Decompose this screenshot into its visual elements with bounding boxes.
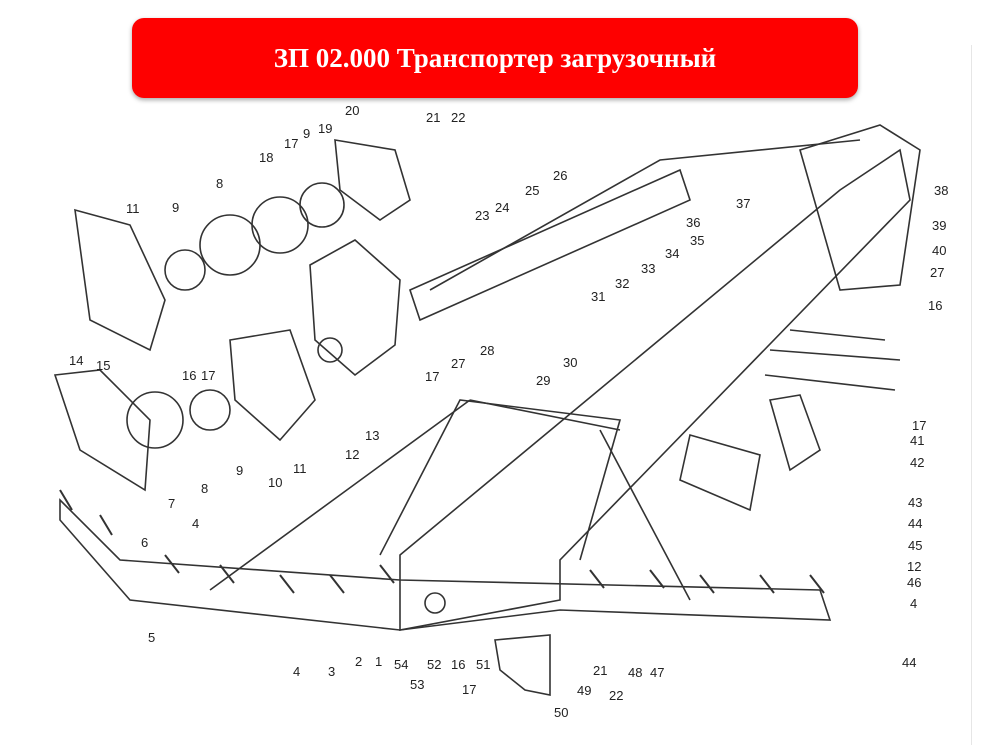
- part-label: 43: [908, 495, 923, 510]
- part-label: 26: [553, 168, 568, 183]
- part-label: 11: [126, 201, 140, 216]
- part-label: 16: [451, 657, 466, 672]
- part-label: 21: [593, 663, 608, 678]
- part-label: 40: [932, 243, 947, 258]
- part-label: 31: [591, 289, 606, 304]
- part-label: 44: [902, 655, 917, 670]
- part-label: 13: [365, 428, 380, 443]
- part-label: 28: [480, 343, 495, 358]
- part-label: 15: [96, 358, 111, 373]
- part-label: 47: [650, 665, 665, 680]
- part-label: 35: [690, 233, 705, 248]
- part-label: 17: [425, 369, 440, 384]
- part-label: 17: [462, 682, 477, 697]
- part-label: 32: [615, 276, 630, 291]
- sprocket: [309, 239, 401, 377]
- part-label: 44: [908, 516, 923, 531]
- part-label: 19: [318, 121, 333, 136]
- support-strut: [209, 399, 691, 601]
- part-label: 7: [168, 496, 176, 511]
- part-label: 33: [641, 261, 656, 276]
- part-label: 4: [910, 596, 918, 611]
- mount-plate: [494, 634, 551, 696]
- part-label: 1: [375, 654, 383, 669]
- part-label: 3: [328, 664, 336, 679]
- part-label: 17: [284, 136, 299, 151]
- part-label: 14: [69, 353, 84, 368]
- part-label: 8: [216, 176, 224, 191]
- main-frame-beam: [399, 148, 911, 631]
- part-label: 4: [293, 664, 301, 679]
- part-label: 12: [345, 447, 360, 462]
- part-label: 37: [736, 196, 751, 211]
- part-label: 29: [536, 373, 551, 388]
- part-label: 50: [554, 705, 569, 720]
- bearing: [164, 249, 206, 291]
- part-label: 16: [928, 298, 943, 313]
- part-label: 42: [910, 455, 925, 470]
- housing: [334, 139, 411, 221]
- part-label: 27: [930, 265, 945, 280]
- part-label: 30: [563, 355, 578, 370]
- seal-ring: [251, 196, 309, 254]
- cross-frame: [379, 399, 622, 561]
- bearing: [126, 391, 184, 449]
- part-label: 17: [912, 418, 927, 433]
- part-label: 22: [609, 688, 624, 703]
- bearing: [189, 389, 231, 431]
- part-label: 4: [192, 516, 200, 531]
- part-label: 12: [907, 559, 922, 574]
- tie-rod: [764, 329, 901, 391]
- part-label: 38: [934, 183, 949, 198]
- flange-housing-lower: [53, 369, 151, 492]
- page-title: ЗП 02.000 Транспортер загрузочный: [273, 42, 717, 73]
- part-label: 39: [932, 218, 947, 233]
- part-label: 9: [303, 126, 311, 141]
- conveyor-slats: [59, 489, 825, 594]
- bracket: [679, 394, 821, 512]
- part-label: 8: [201, 481, 209, 496]
- hopper: [799, 124, 921, 291]
- part-label: 24: [495, 200, 510, 215]
- part-label: 9: [172, 200, 180, 215]
- part-label: 18: [259, 150, 274, 165]
- conveyor-chain: [59, 498, 832, 631]
- flange-housing: [74, 208, 166, 352]
- part-label: 48: [628, 665, 643, 680]
- part-label: 9: [236, 463, 244, 478]
- part-label: 53: [410, 677, 425, 692]
- part-label: 10: [268, 475, 283, 490]
- part-label: 22: [451, 110, 466, 125]
- sprocket-hub: [317, 337, 343, 363]
- part-label: 52: [427, 657, 442, 672]
- part-label: 25: [525, 183, 540, 198]
- part-label: 46: [907, 575, 922, 590]
- title-banner: ЗП 02.000 Транспортер загрузочный: [132, 18, 858, 98]
- bearing: [299, 182, 345, 228]
- part-label: 49: [577, 683, 592, 698]
- part-label: 16: [182, 368, 197, 383]
- part-label: 45: [908, 538, 923, 553]
- part-label: 21: [426, 110, 441, 125]
- part-label: 6: [141, 535, 149, 550]
- part-label: 51: [476, 657, 491, 672]
- bearing: [199, 214, 261, 276]
- part-label: 2: [355, 654, 363, 669]
- part-label: 36: [686, 215, 701, 230]
- page-edge-divider: [971, 45, 972, 745]
- part-label: 20: [345, 103, 360, 118]
- nut: [424, 592, 446, 614]
- part-label: 27: [451, 356, 466, 371]
- part-label: 23: [475, 208, 490, 223]
- part-label: 41: [910, 433, 925, 448]
- housing: [229, 329, 316, 442]
- part-label: 34: [665, 246, 680, 261]
- upper-tube: [409, 168, 691, 322]
- part-label: 17: [201, 368, 216, 383]
- part-label: 5: [148, 630, 156, 645]
- part-label: 54: [394, 657, 409, 672]
- part-label: 11: [293, 461, 307, 476]
